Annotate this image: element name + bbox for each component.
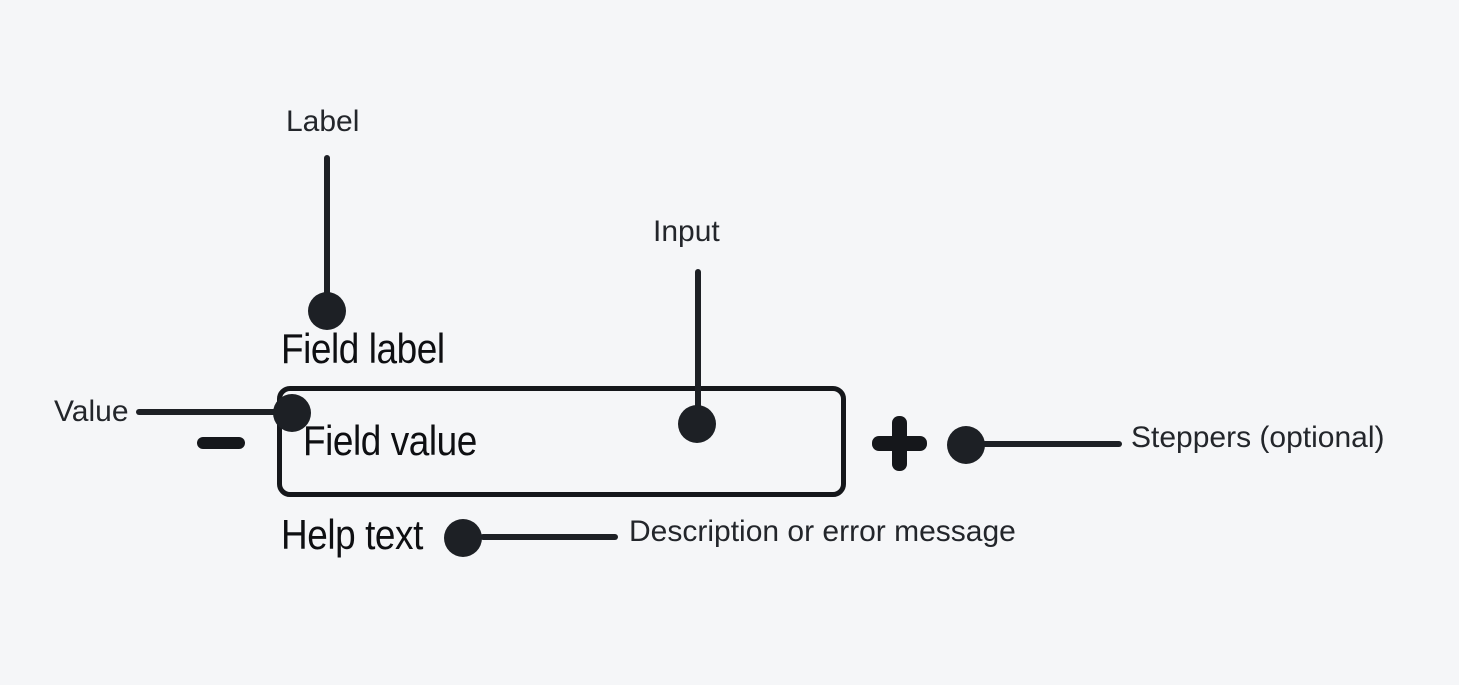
help-callout-dot — [444, 519, 482, 557]
help-text: Help text — [281, 511, 423, 558]
number-input-field[interactable]: Field value — [277, 386, 846, 497]
input-callout-line — [695, 269, 701, 411]
value-callout-dot — [273, 394, 311, 432]
help-callout-line — [480, 534, 618, 540]
input-annotation: Input — [653, 215, 720, 248]
field-label: Field label — [281, 325, 445, 372]
steppers-annotation: Steppers (optional) — [1131, 421, 1385, 454]
field-value: Field value — [303, 417, 477, 464]
label-callout-line — [324, 155, 330, 296]
input-callout-dot — [678, 405, 716, 443]
decrement-stepper-button[interactable] — [197, 437, 245, 449]
steppers-callout-dot — [947, 426, 985, 464]
description-annotation: Description or error message — [629, 515, 1016, 548]
label-annotation: Label — [286, 105, 360, 138]
steppers-callout-line — [982, 441, 1122, 447]
label-callout-dot — [308, 292, 346, 330]
minus-icon — [197, 437, 245, 449]
increment-stepper-button[interactable] — [872, 416, 927, 471]
plus-icon-vertical-bar — [892, 416, 907, 471]
value-annotation: Value — [54, 395, 129, 428]
value-callout-line — [136, 409, 284, 415]
